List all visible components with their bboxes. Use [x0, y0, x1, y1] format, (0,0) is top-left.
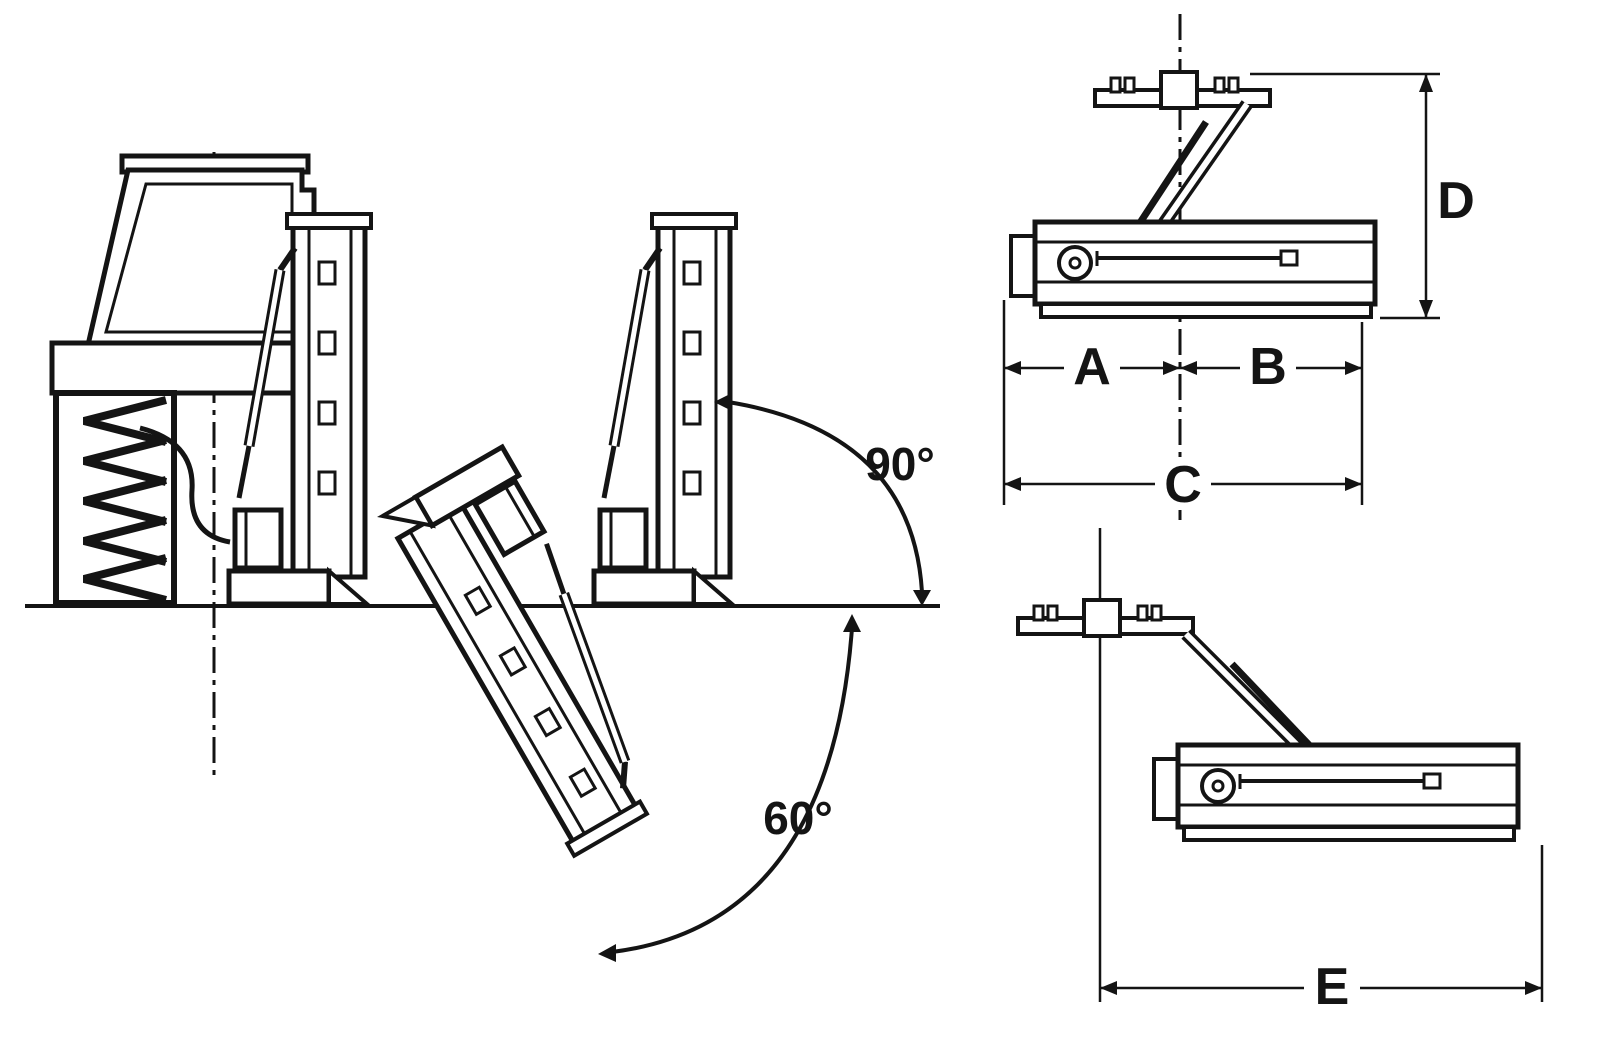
mower-side-view-top: A B C D — [1002, 14, 1475, 520]
dim-label-c: C — [1164, 456, 1202, 514]
angle-label-60: 60° — [763, 792, 833, 844]
hitch-bar-bottom-view — [1016, 598, 1195, 638]
arrowhead — [1180, 361, 1197, 375]
arrowhead — [1345, 477, 1362, 491]
mower-deck-top-view — [1011, 222, 1375, 317]
dimension-d — [1250, 72, 1440, 320]
arrowhead — [714, 393, 732, 411]
arrowhead — [1004, 477, 1021, 491]
tractor-cab — [84, 167, 317, 348]
angle-arc-60 — [598, 614, 861, 962]
arrowhead — [1163, 361, 1180, 375]
arrowhead — [1004, 361, 1021, 375]
arrowhead — [598, 944, 616, 962]
arrowhead — [1419, 74, 1433, 92]
arrowhead — [913, 590, 931, 606]
tractor-rear-view — [49, 153, 363, 606]
dimension-a-b — [1004, 361, 1362, 375]
dim-label-b: B — [1249, 338, 1287, 396]
tractor-mower-rear-scene: 90° 60° — [25, 152, 940, 962]
mower-position-90-degrees — [594, 214, 736, 604]
arrowhead — [1345, 361, 1362, 375]
mower-deck-bottom-view — [1154, 745, 1518, 840]
angle-arc-90 — [714, 393, 931, 606]
arrowhead — [1525, 981, 1542, 995]
dim-label-a: A — [1073, 338, 1111, 396]
hydraulic-hose — [139, 425, 231, 545]
arrowhead — [1419, 300, 1433, 318]
mower-position-60-degrees — [379, 447, 697, 856]
mower-side-view-bottom: E — [1016, 528, 1544, 1016]
dim-label-d: D — [1437, 172, 1475, 230]
dim-label-e: E — [1315, 958, 1350, 1016]
tractor-wheel-tread — [83, 396, 167, 604]
arrowhead — [1100, 981, 1117, 995]
angle-label-90: 90° — [865, 438, 935, 490]
arrowhead — [843, 614, 861, 632]
